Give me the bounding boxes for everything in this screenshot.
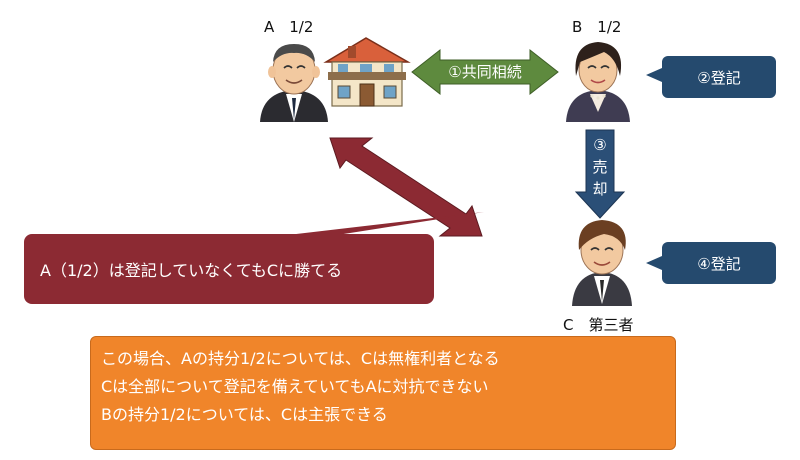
callout-b-registration: ②登記 xyxy=(662,56,776,98)
summary-line-3: Bの持分1/2については、Cは主張できる xyxy=(101,405,388,424)
sale-label-3: 却 xyxy=(592,180,607,198)
inheritance-label: ①共同相続 xyxy=(448,63,521,81)
sale-arrow xyxy=(574,129,626,219)
person-a-icon xyxy=(260,44,328,122)
summary-line-1: この場合、Aの持分1/2については、Cは無権利者となる xyxy=(101,349,500,368)
summary-box: この場合、Aの持分1/2については、Cは無権利者となる Cは全部について登記を備… xyxy=(90,336,676,450)
summary-line-2: Cは全部について登記を備えていてもAに対抗できない xyxy=(101,377,489,396)
person-a-label: A 1/2 xyxy=(264,18,314,36)
inheritance-arrow xyxy=(411,48,559,96)
conflict-arrow xyxy=(329,137,483,237)
person-b-label: B 1/2 xyxy=(572,18,622,36)
callout-c-registration: ④登記 xyxy=(662,242,776,284)
sale-label-1: ③ xyxy=(593,136,606,154)
person-c-icon xyxy=(572,220,632,306)
house-icon xyxy=(323,37,411,107)
note-tail xyxy=(262,212,484,238)
callout-b-tail xyxy=(646,68,662,82)
note-callout: A（1/2）は登記していなくてもCに勝てる xyxy=(24,234,434,304)
person-b-icon xyxy=(566,42,630,122)
person-c-label: C 第三者 xyxy=(563,316,634,334)
sale-label-2: 売 xyxy=(592,158,607,176)
callout-c-tail xyxy=(646,256,662,270)
